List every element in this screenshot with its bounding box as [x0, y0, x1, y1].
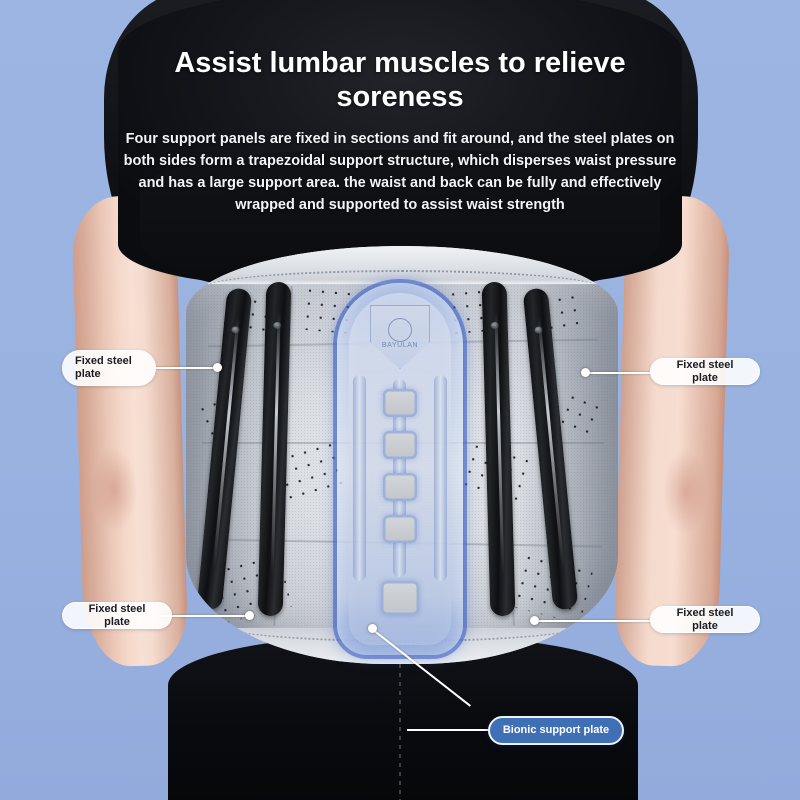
brand-emblem-icon — [388, 318, 412, 342]
callout-label: Fixed steel plate — [676, 358, 734, 384]
callout-bionic-support-plate[interactable]: Bionic support plate — [488, 716, 624, 745]
leader-line-bottom-right — [534, 620, 656, 622]
plate-rib-left — [353, 375, 366, 581]
callout-label: Fixed steel plate — [676, 606, 734, 632]
callout-label: Fixed steel plate — [75, 355, 132, 380]
leader-dot-top-right — [581, 368, 590, 377]
plate-cutout — [383, 473, 417, 501]
plate-cutout — [383, 515, 417, 543]
callout-label: Bionic support plate — [502, 724, 610, 737]
plate-rib-right — [434, 375, 447, 581]
brand-name: BAYULAN — [381, 342, 419, 349]
leader-line-bottom-left — [160, 615, 250, 617]
leader-dot-top-left — [213, 363, 222, 372]
plate-cutout — [383, 389, 417, 417]
leader-dot-bionic — [368, 624, 377, 633]
stay-rivet — [273, 321, 282, 330]
callout-fixed-steel-plate-top-right[interactable]: Fixed steel plate — [650, 358, 760, 385]
description-paragraph: Four support panels are fixed in section… — [123, 131, 677, 214]
leader-dot-bottom-right — [530, 616, 539, 625]
callout-label: Fixed steel plate — [88, 602, 146, 628]
plate-cutout — [383, 431, 417, 459]
callout-fixed-steel-plate-bottom-left[interactable]: Fixed steel plate — [62, 602, 172, 629]
stay-rivet — [490, 321, 499, 330]
leader-dot-bottom-left — [245, 611, 254, 620]
callout-fixed-steel-plate-bottom-right[interactable]: Fixed steel plate — [650, 606, 760, 633]
leader-line-top-right — [585, 372, 657, 374]
bionic-support-plate: BAYULAN — [337, 283, 463, 655]
plate-cutout-lower — [381, 581, 419, 615]
page-title: Assist lumbar muscles to relieve sorenes… — [174, 47, 626, 114]
belt-top-stitching — [204, 270, 600, 288]
callout-fixed-steel-plate-top-left[interactable]: Fixed steel plate — [62, 350, 156, 386]
trouser-seam — [399, 664, 401, 800]
leader-line-top-left — [150, 367, 218, 369]
stay-rivet — [534, 326, 543, 334]
leader-line-bionic-horizontal — [407, 729, 492, 731]
stay-rivet — [231, 326, 240, 334]
